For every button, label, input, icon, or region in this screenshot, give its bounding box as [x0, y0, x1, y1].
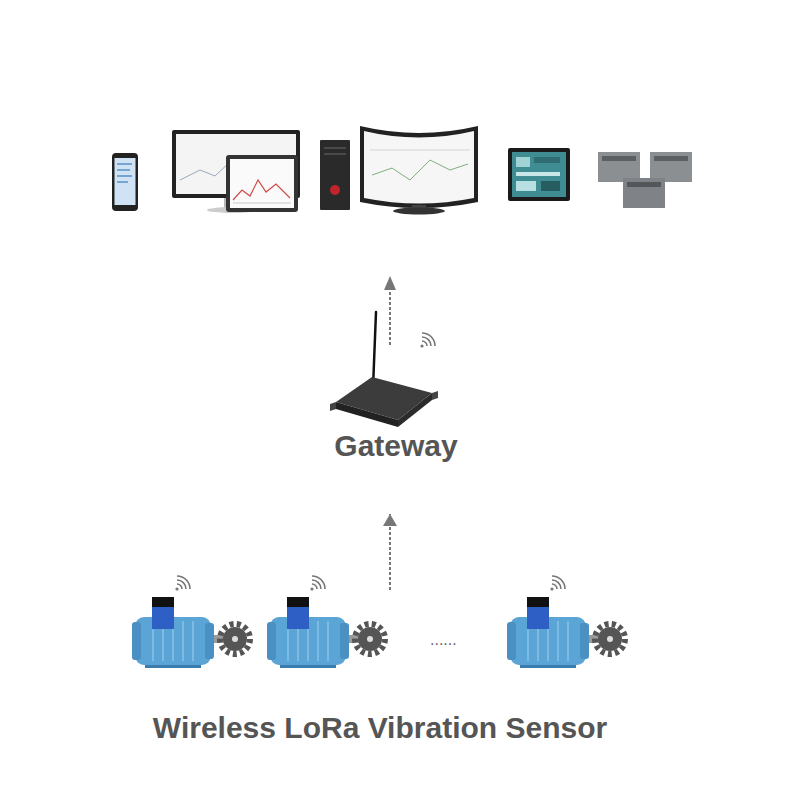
lower-separator — [290, 481, 500, 484]
pc-tower-icon — [320, 140, 350, 210]
tablet-icon — [226, 155, 298, 212]
plc-icon — [598, 152, 692, 208]
motor-with-sensor — [132, 576, 250, 668]
uplink-arrow — [384, 276, 396, 345]
motor-with-sensor — [507, 576, 625, 668]
node-label: Wireless LoRa Vibration Sensor — [153, 710, 607, 746]
touch-panel-icon — [508, 148, 570, 201]
motor-sensors — [132, 576, 625, 668]
client-devices — [112, 126, 692, 215]
sensor-group-node: Wireless LoRa Vibration Sensor — [100, 590, 660, 752]
curved-monitor-icon — [360, 126, 478, 215]
gateway-device — [330, 312, 438, 427]
node-label: Gateway — [334, 428, 457, 464]
monitor-icon — [172, 130, 300, 213]
link-arrow — [389, 514, 391, 590]
phone-icon — [112, 153, 138, 211]
upper-separator — [100, 254, 685, 257]
ellipsis-mark: ...... — [430, 630, 457, 650]
gateway-node: Gateway — [290, 300, 502, 512]
wireless-symbol — [420, 333, 435, 348]
motor-with-sensor — [267, 576, 385, 668]
